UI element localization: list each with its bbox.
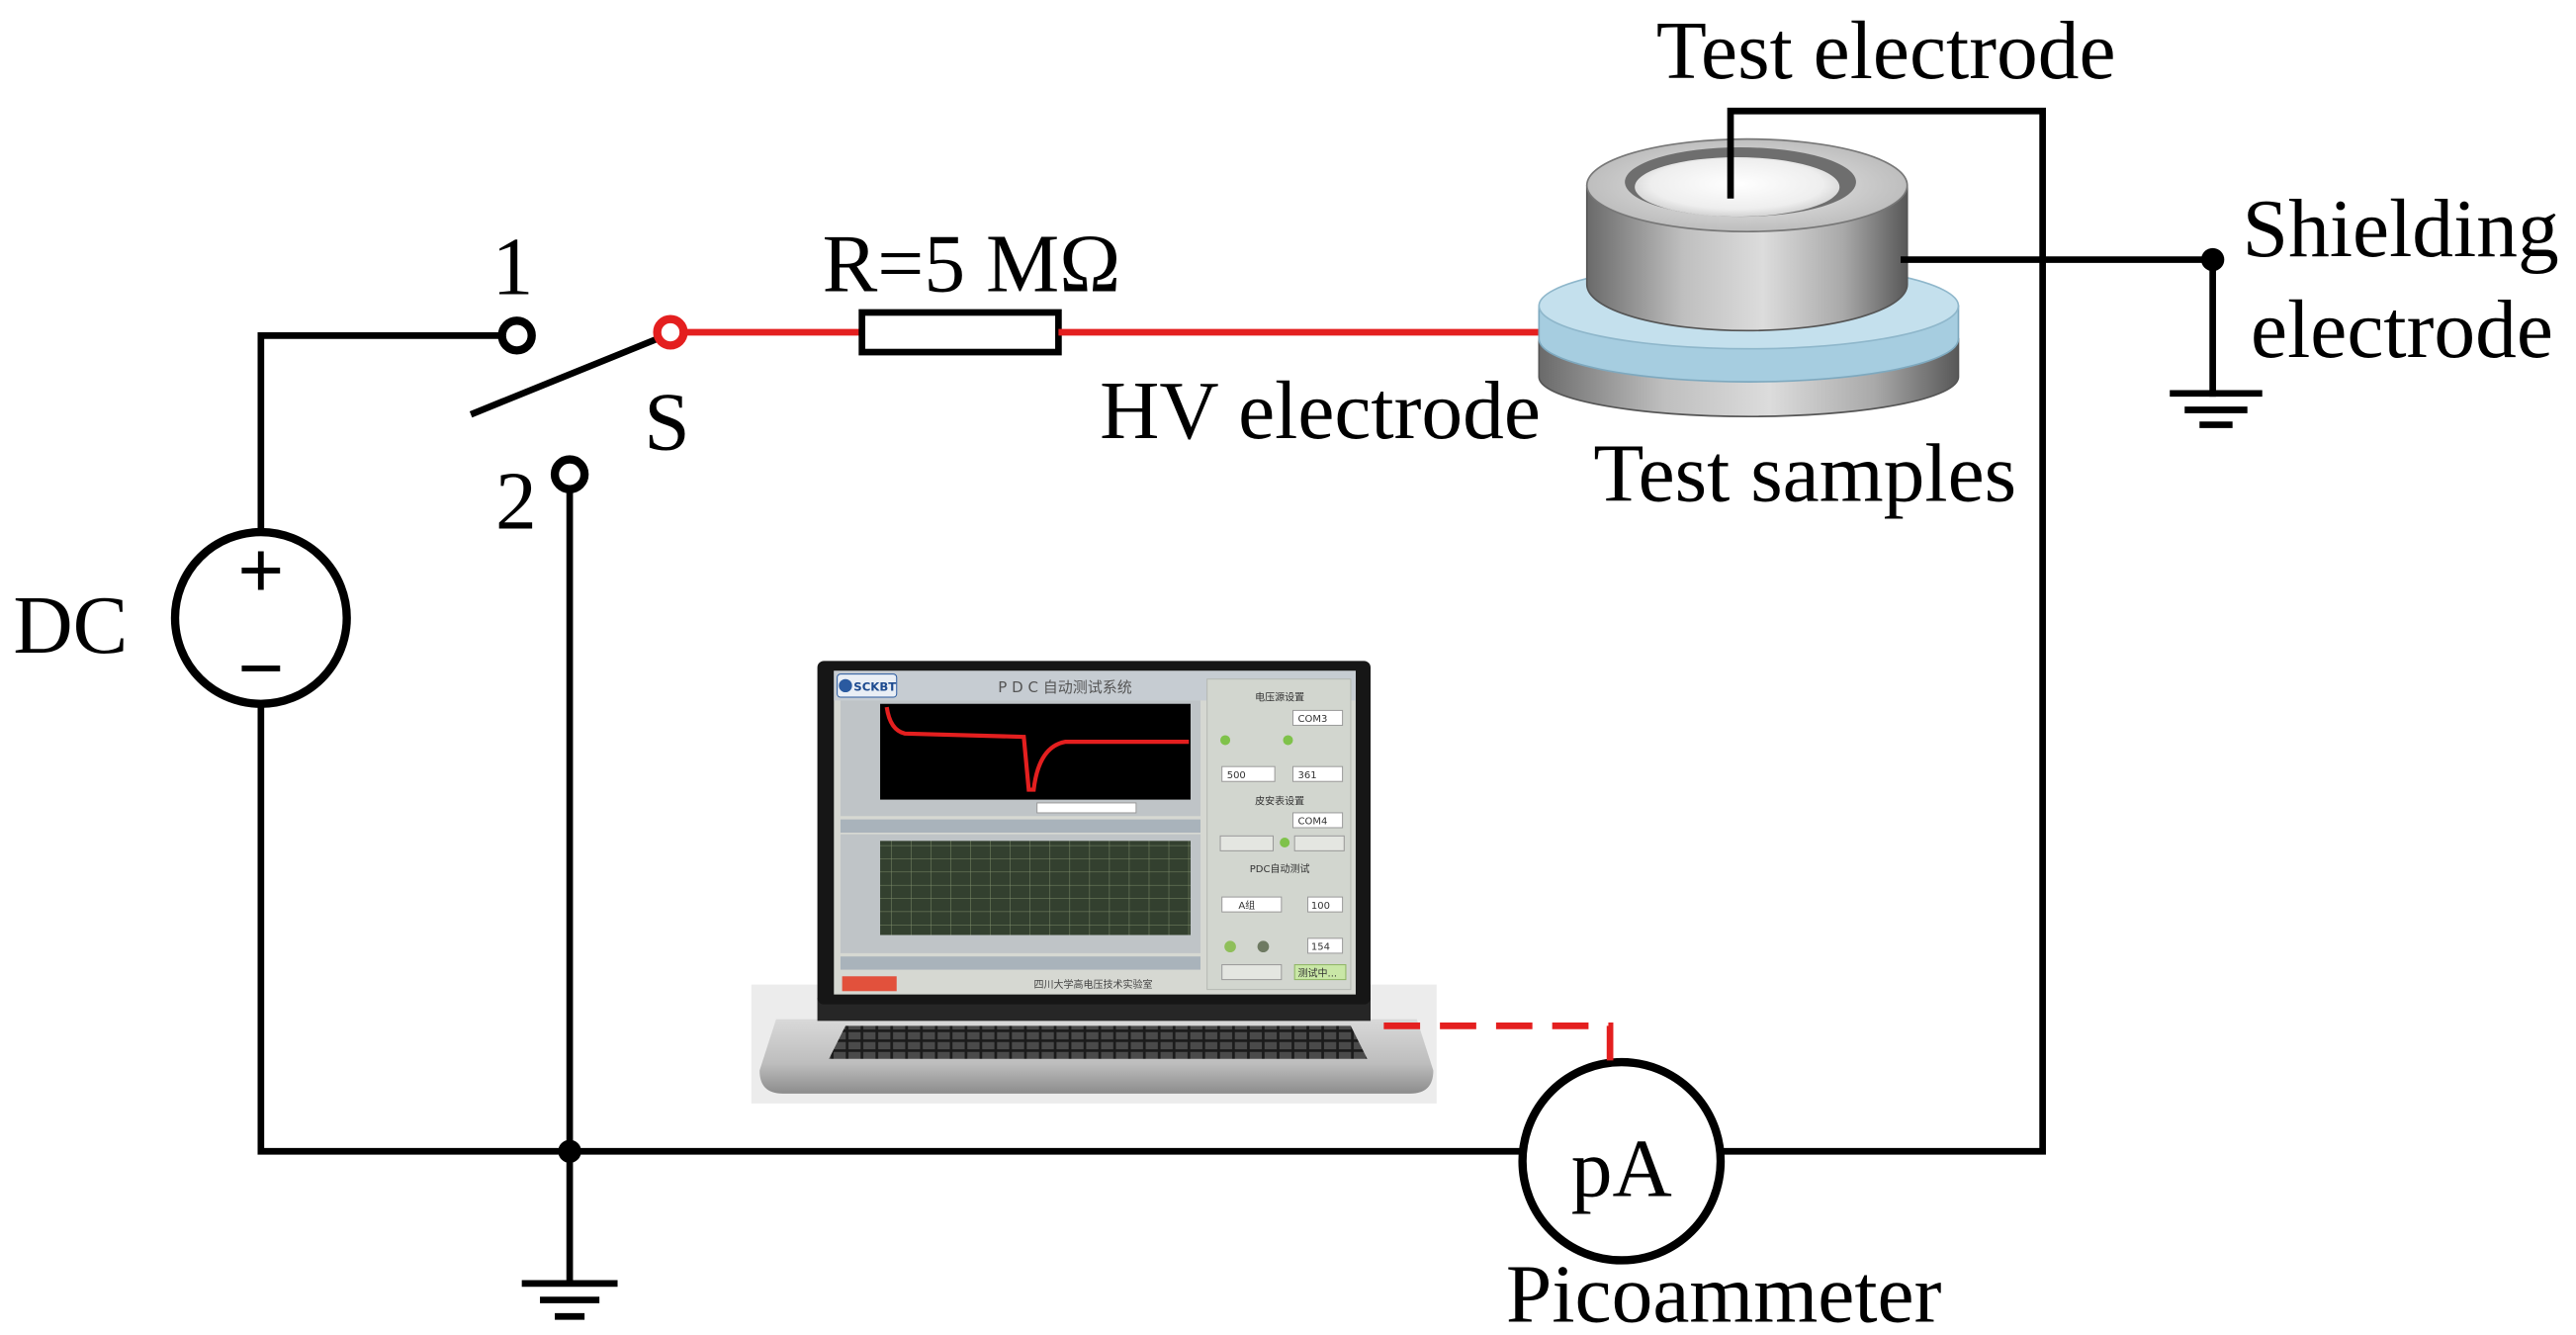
terminal-1 <box>497 316 536 355</box>
voltage-set-value: 500 <box>1227 770 1246 781</box>
count-input <box>1307 937 1344 954</box>
plot-toolbar-bottom <box>840 956 1200 970</box>
picoammeter-button-1 <box>1219 835 1274 851</box>
test-electrode-lead <box>1719 107 2046 1155</box>
resistor <box>858 309 1062 356</box>
laptop-keyboard <box>829 1025 1368 1059</box>
test-time-input <box>1307 896 1344 913</box>
switch-pivot-terminal <box>653 314 688 350</box>
voltage-port-select <box>1292 709 1344 726</box>
terminal-2 <box>550 455 589 493</box>
test-status-text: 测试中... <box>1298 966 1338 979</box>
dc-minus-sign: − <box>237 623 285 714</box>
dc-to-picoammeter-wire <box>257 700 1526 1155</box>
current-readout-box <box>1036 802 1137 814</box>
software-logo-icon <box>839 678 852 693</box>
pdc-section-title: PDC自动测试 <box>1250 862 1310 875</box>
voltage-status-led <box>1220 735 1231 746</box>
laptop-to-picoammeter-data-link <box>1383 1023 1614 1066</box>
generate-report-button <box>1221 964 1283 981</box>
software-footer: 四川大学高电压技术实验室 <box>1033 978 1152 991</box>
switch-blade <box>469 334 662 418</box>
dc-plus-sign: + <box>237 526 285 617</box>
group-select <box>1221 896 1283 913</box>
picoammeter-led <box>1280 837 1290 848</box>
current-curve <box>884 706 1190 792</box>
shielding-electrode-label-line1: Shielding <box>2243 184 2559 275</box>
terminal-2-label: 2 <box>495 457 537 548</box>
plot-toolbar-top <box>840 819 1200 833</box>
voltage-source-section-title: 电压源设置 <box>1255 690 1304 703</box>
resistor-label: R=5 MΩ <box>823 219 1121 310</box>
count-value: 154 <box>1311 942 1330 953</box>
test-electrode-disk <box>1635 157 1840 218</box>
voltage-plot-area <box>880 841 1191 935</box>
electrode-assembly <box>1538 137 1960 417</box>
test-time-value: 100 <box>1311 901 1330 912</box>
shielding-junction-dot <box>2200 247 2225 272</box>
polarization-led <box>1224 940 1236 953</box>
picoammeter-port-value: COM4 <box>1298 817 1328 828</box>
ground-symbol-right <box>2170 390 2263 428</box>
ground-symbol-left <box>521 1280 618 1320</box>
picoammeter-port-select <box>1292 812 1344 829</box>
software-close-button <box>842 976 897 992</box>
picoammeter-label: Picoammeter <box>1506 1249 1942 1335</box>
test-samples-label: Test samples <box>1593 428 2016 519</box>
dc-source-label: DC <box>13 580 128 671</box>
depolarization-led <box>1257 940 1270 953</box>
picoammeter-button-2 <box>1293 835 1345 851</box>
voltage-readback-value: 361 <box>1298 770 1317 781</box>
hv-electrode-label: HV electrode <box>1100 366 1541 457</box>
junction-dot <box>558 1139 581 1163</box>
terminal-1-label: 1 <box>492 222 534 313</box>
dc-to-terminal-1-wire <box>257 332 505 536</box>
settings-panel <box>1206 678 1352 991</box>
picoammeter-unit-label: pA <box>1571 1123 1672 1214</box>
voltage-port-value: COM3 <box>1298 714 1328 725</box>
software-title: P D C 自动测试系统 <box>998 678 1132 696</box>
voltage-readback-input <box>1292 765 1344 782</box>
test-status-button <box>1293 964 1347 981</box>
software-logo-text: SCKBT <box>853 679 896 693</box>
picoammeter-symbol <box>1518 1057 1726 1265</box>
test-electrode-label: Test electrode <box>1656 6 2116 97</box>
voltage-connect-led <box>1283 735 1293 746</box>
software-logo-badge <box>837 673 898 698</box>
laptop: SCKBT P D C 自动测试系统 电压源设置 COM3 500 361 皮安… <box>751 661 1437 1104</box>
picoammeter-section-title: 皮安表设置 <box>1255 795 1304 808</box>
switch-label: S <box>644 378 689 469</box>
voltage-set-input <box>1221 765 1276 782</box>
dc-source <box>170 527 351 708</box>
group-value: A组 <box>1238 899 1255 912</box>
shielding-electrode-label-line2: electrode <box>2251 285 2553 376</box>
